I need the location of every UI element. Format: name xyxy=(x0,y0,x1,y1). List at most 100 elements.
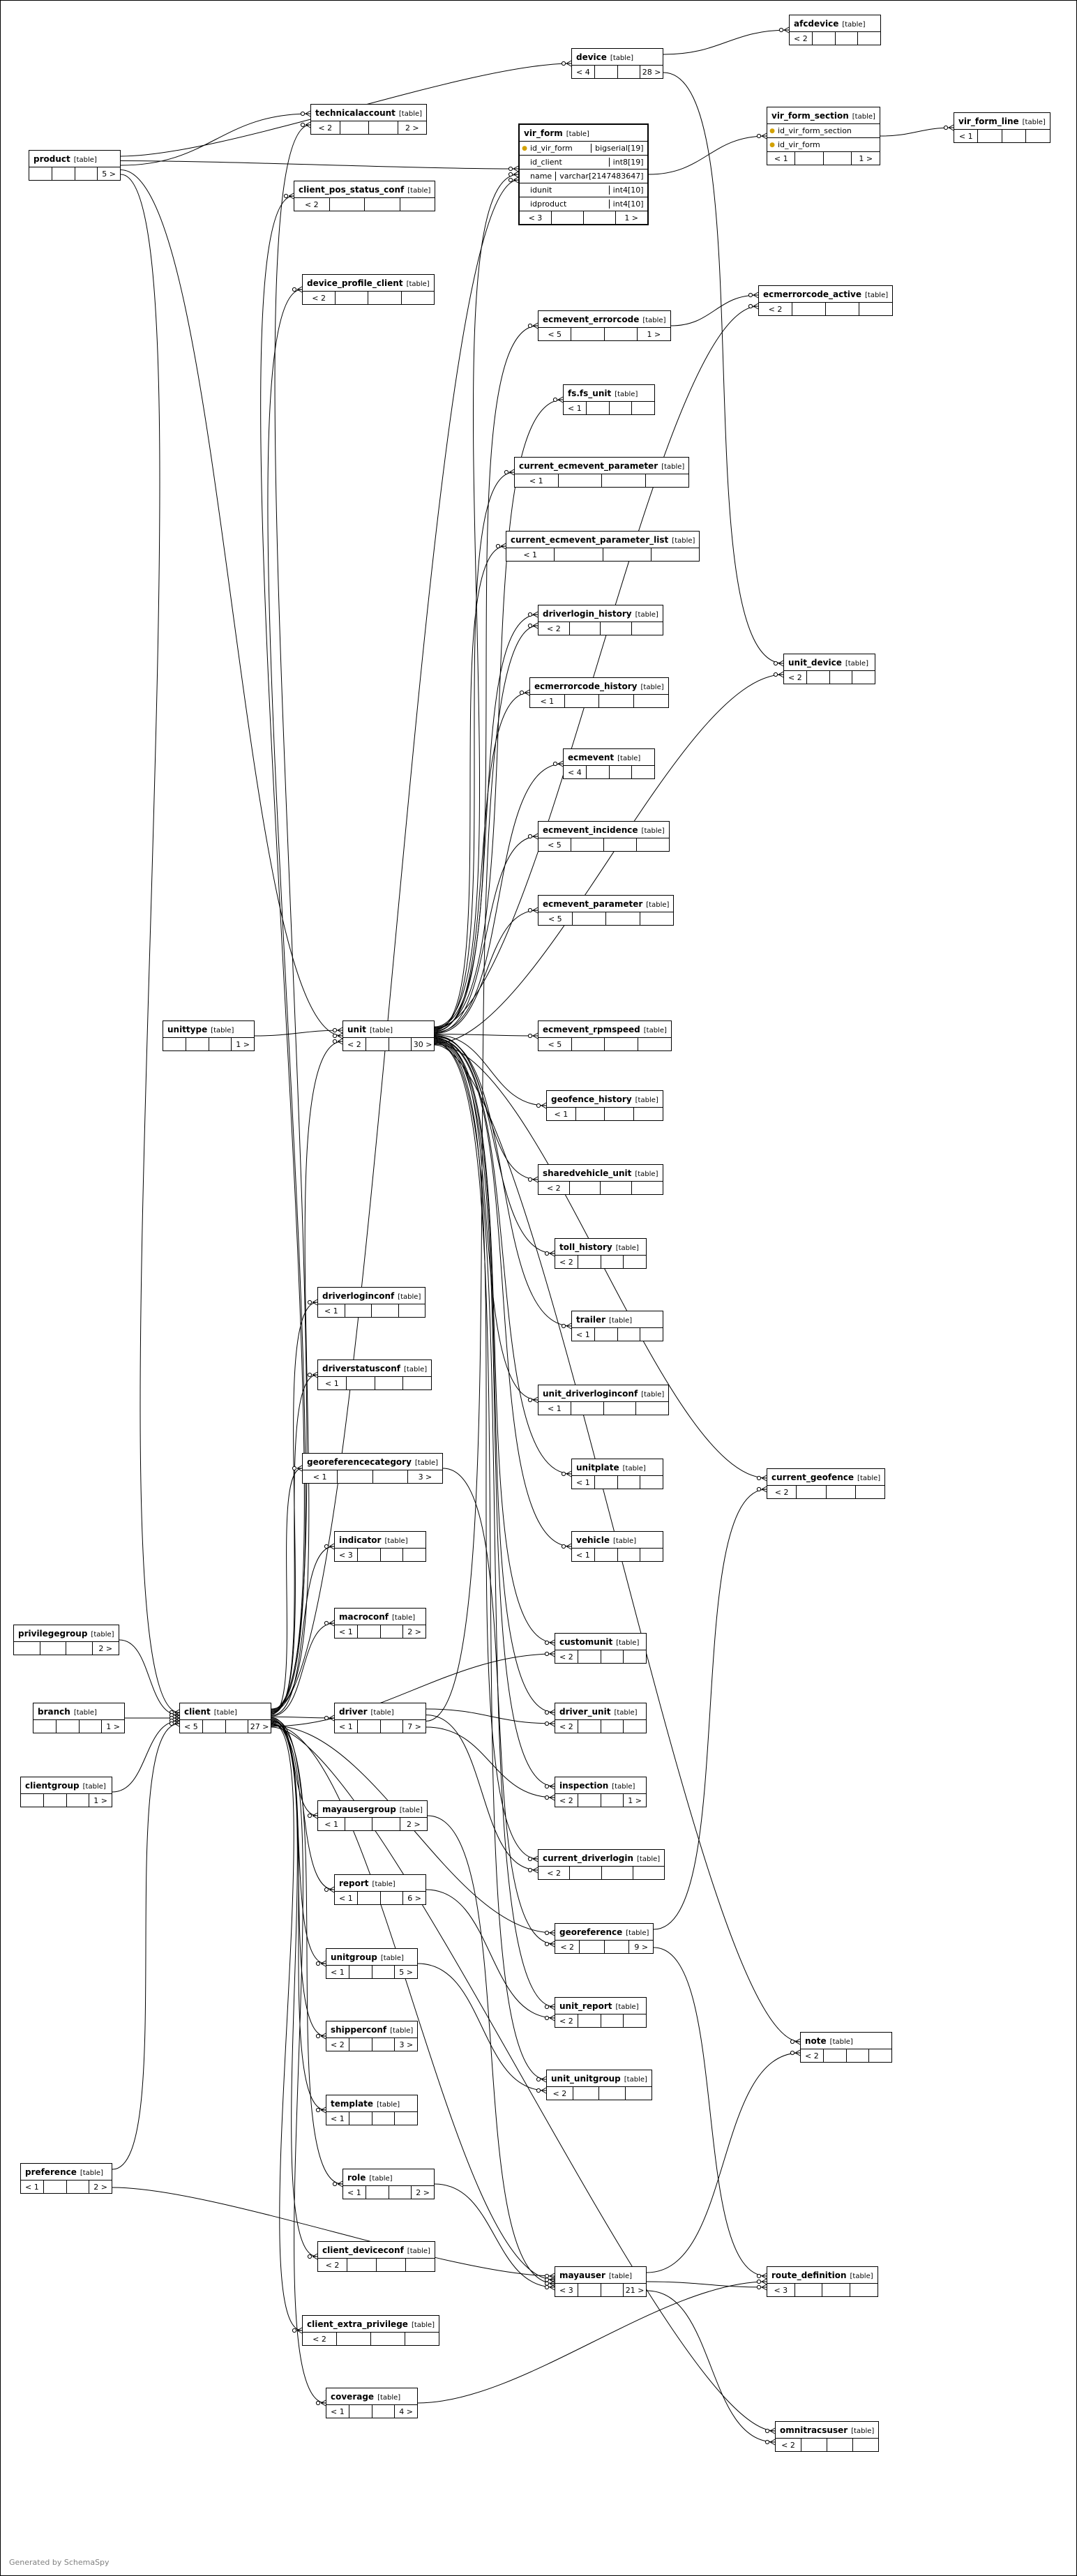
child-count xyxy=(623,1256,646,1268)
table-node-ecmerrorcode_active[interactable]: ecmerrorcode_active[table] < 2 xyxy=(758,285,894,316)
child-count: 1 > xyxy=(101,1720,124,1733)
table-node-driver[interactable]: driver[table] < 1 7 > xyxy=(334,1703,426,1733)
table-node-driverloginconf[interactable]: driverloginconf[table] < 1 xyxy=(317,1287,426,1318)
table-node-note[interactable]: note[table] < 2 xyxy=(800,2032,892,2063)
table-node-ecmevent_incidence[interactable]: ecmevent_incidence[table] < 5 xyxy=(538,821,670,852)
table-name: privilegegroup xyxy=(18,1629,88,1639)
degree-cell xyxy=(570,1402,603,1415)
table-node-preference[interactable]: preference[table] < 1 2 > xyxy=(20,2163,112,2194)
table-node-afcdevice[interactable]: afcdevice[table] < 2 xyxy=(789,15,881,45)
degree-cell xyxy=(554,548,602,561)
table-node-fs_fs_unit[interactable]: fs.fs_unit[table] < 1 xyxy=(563,384,655,415)
table-node-ecmevent_parameter[interactable]: ecmevent_parameter[table] < 5 xyxy=(538,895,675,926)
table-node-georeferencecategory[interactable]: georeferencecategory[table] < 1 3 > xyxy=(302,1453,444,1484)
parent-count: < 2 xyxy=(559,2016,573,2026)
degree-cell xyxy=(594,1549,617,1561)
table-node-driverlogin_history[interactable]: driverlogin_history[table] < 2 xyxy=(538,605,663,635)
table-node-ecmerrorcode_history[interactable]: ecmerrorcode_history[table] < 1 xyxy=(529,677,669,708)
table-node-shipperconf[interactable]: shipperconf[table] < 2 3 > xyxy=(326,2021,419,2051)
table-node-ecmevent_errorcode[interactable]: ecmevent_errorcode[table] < 5 1 > xyxy=(538,310,671,341)
table-node-unit_report[interactable]: unit_report[table] < 2 xyxy=(555,1997,647,2028)
table-node-client_deviceconf[interactable]: client_deviceconf[table] < 2 xyxy=(317,2241,435,2272)
column-name: idunit xyxy=(530,186,552,195)
table-node-unit_device[interactable]: unit_device[table] < 2 xyxy=(783,654,875,684)
table-node-customunit[interactable]: customunit[table] < 2 xyxy=(555,1633,647,1664)
table-node-branch[interactable]: branch[table] 1 > xyxy=(33,1703,125,1733)
table-node-route_definition[interactable]: route_definition[table] < 3 xyxy=(767,2266,878,2297)
table-node-device[interactable]: device[table] < 4 28 > xyxy=(571,48,663,79)
child-count xyxy=(623,1720,646,1733)
table-degree-row: < 2 xyxy=(801,2049,891,2062)
degree-cell xyxy=(582,211,615,224)
table-node-driverstatusconf[interactable]: driverstatusconf[table] < 1 xyxy=(317,1359,432,1390)
table-node-ecmevent_rpmspeed[interactable]: ecmevent_rpmspeed[table] < 5 xyxy=(538,1020,672,1051)
table-node-current_driverlogin[interactable]: current_driverlogin[table] < 2 xyxy=(538,1849,665,1880)
table-node-inspection[interactable]: inspection[table] < 2 1 > xyxy=(555,1777,647,1807)
table-node-client[interactable]: client[table] < 5 27 > xyxy=(179,1703,271,1733)
table-degree-row: < 2 xyxy=(294,198,435,211)
table-node-coverage[interactable]: coverage[table] < 1 4 > xyxy=(326,2388,418,2418)
degree-cell xyxy=(379,1625,403,1638)
parent-count: < 2 xyxy=(794,33,808,43)
table-node-privilegegroup[interactable]: privilegegroup[table] 2 > xyxy=(13,1625,119,1655)
table-name: driverlogin_history xyxy=(543,609,632,619)
table-node-unitplate[interactable]: unitplate[table] < 1 xyxy=(571,1459,663,1489)
table-degree-row: < 1 xyxy=(572,1328,663,1341)
table-name: vir_form_line xyxy=(958,116,1019,126)
table-header: unit_report[table] xyxy=(555,1998,646,2014)
table-node-unit[interactable]: unit[table] < 2 30 > xyxy=(342,1020,435,1051)
table-node-technicalaccount[interactable]: technicalaccount[table] < 2 2 > xyxy=(310,104,428,135)
table-node-template[interactable]: template[table] < 1 xyxy=(326,2095,418,2125)
table-header: driverloginconf[table] xyxy=(318,1288,425,1304)
table-node-client_extra_privilege[interactable]: client_extra_privilege[table] < 2 xyxy=(302,2315,440,2346)
table-node-indicator[interactable]: indicator[table] < 3 xyxy=(334,1531,426,1562)
child-count xyxy=(1025,130,1049,142)
table-node-clientgroup[interactable]: clientgroup[table] 1 > xyxy=(20,1777,112,1807)
table-header: unitgroup[table] xyxy=(326,1949,417,1966)
table-node-client_pos_status_conf[interactable]: client_pos_status_conf[table] < 2 xyxy=(294,181,436,211)
parent-count: < 2 xyxy=(552,2088,567,2098)
table-type-label: [table] xyxy=(635,1170,658,1178)
table-node-product[interactable]: product[table] 5 > xyxy=(29,150,121,181)
parent-count: < 5 xyxy=(548,840,562,850)
parent-count: < 5 xyxy=(184,1722,198,1731)
table-node-macroconf[interactable]: macroconf[table] < 1 2 > xyxy=(334,1608,426,1639)
table-node-device_profile_client[interactable]: device_profile_client[table] < 2 xyxy=(302,274,435,305)
table-header: unit_device[table] xyxy=(784,654,875,671)
table-node-trailer[interactable]: trailer[table] < 1 xyxy=(571,1311,663,1341)
table-node-current_ecmevent_parameter[interactable]: current_ecmevent_parameter[table] < 1 xyxy=(514,457,690,488)
table-name: clientgroup xyxy=(25,1781,80,1791)
table-degree-row: < 1 xyxy=(564,402,654,414)
table-header: driver[table] xyxy=(335,1703,425,1720)
table-name: unit_unitgroup xyxy=(551,2074,621,2084)
table-node-unitgroup[interactable]: unitgroup[table] < 1 5 > xyxy=(326,1948,418,1979)
table-header: current_geofence[table] xyxy=(767,1469,885,1486)
table-node-sharedvehicle_unit[interactable]: sharedvehicle_unit[table] < 2 xyxy=(538,1164,663,1195)
table-node-georeference[interactable]: georeference[table] < 2 9 > xyxy=(555,1923,654,1954)
table-node-report[interactable]: report[table] < 1 6 > xyxy=(334,1874,426,1905)
table-node-vir_form_section[interactable]: vir_form_section[table] ●id_vir_form_sec… xyxy=(767,107,880,165)
table-node-vehicle[interactable]: vehicle[table] < 1 xyxy=(571,1531,663,1562)
table-node-unittype[interactable]: unittype[table] 1 > xyxy=(163,1020,255,1051)
table-node-role[interactable]: role[table] < 1 2 > xyxy=(342,2169,435,2199)
table-name: driverloginconf xyxy=(322,1291,395,1301)
table-node-current_geofence[interactable]: current_geofence[table] < 2 xyxy=(767,1468,886,1499)
table-node-toll_history[interactable]: toll_history[table] < 2 xyxy=(555,1238,647,1269)
table-node-omnitracsuser[interactable]: omnitracsuser[table] < 2 xyxy=(775,2421,880,2452)
table-degree-row: < 1 xyxy=(326,2112,417,2125)
table-node-unit_unitgroup[interactable]: unit_unitgroup[table] < 2 xyxy=(546,2070,652,2100)
table-node-unit_driverloginconf[interactable]: unit_driverloginconf[table] < 1 xyxy=(538,1385,670,1415)
table-node-mayausergroup[interactable]: mayausergroup[table] < 1 2 > xyxy=(317,1800,428,1831)
table-node-ecmevent[interactable]: ecmevent[table] < 4 xyxy=(563,748,655,779)
parent-count: < 2 xyxy=(768,304,783,314)
table-node-driver_unit[interactable]: driver_unit[table] < 2 xyxy=(555,1703,647,1733)
table-degree-row: < 2 xyxy=(759,303,892,315)
child-count: 6 > xyxy=(402,1892,425,1904)
table-node-current_ecmevent_parameter_list[interactable]: current_ecmevent_parameter_list[table] <… xyxy=(506,531,700,562)
degree-cell xyxy=(74,167,98,180)
table-node-vir_form_line[interactable]: vir_form_line[table] < 1 xyxy=(954,112,1050,143)
table-node-mayauser[interactable]: mayauser[table] < 3 21 > xyxy=(555,2266,647,2297)
degree-cell xyxy=(577,1650,601,1663)
table-node-geofence_history[interactable]: geofence_history[table] < 1 xyxy=(546,1090,663,1121)
